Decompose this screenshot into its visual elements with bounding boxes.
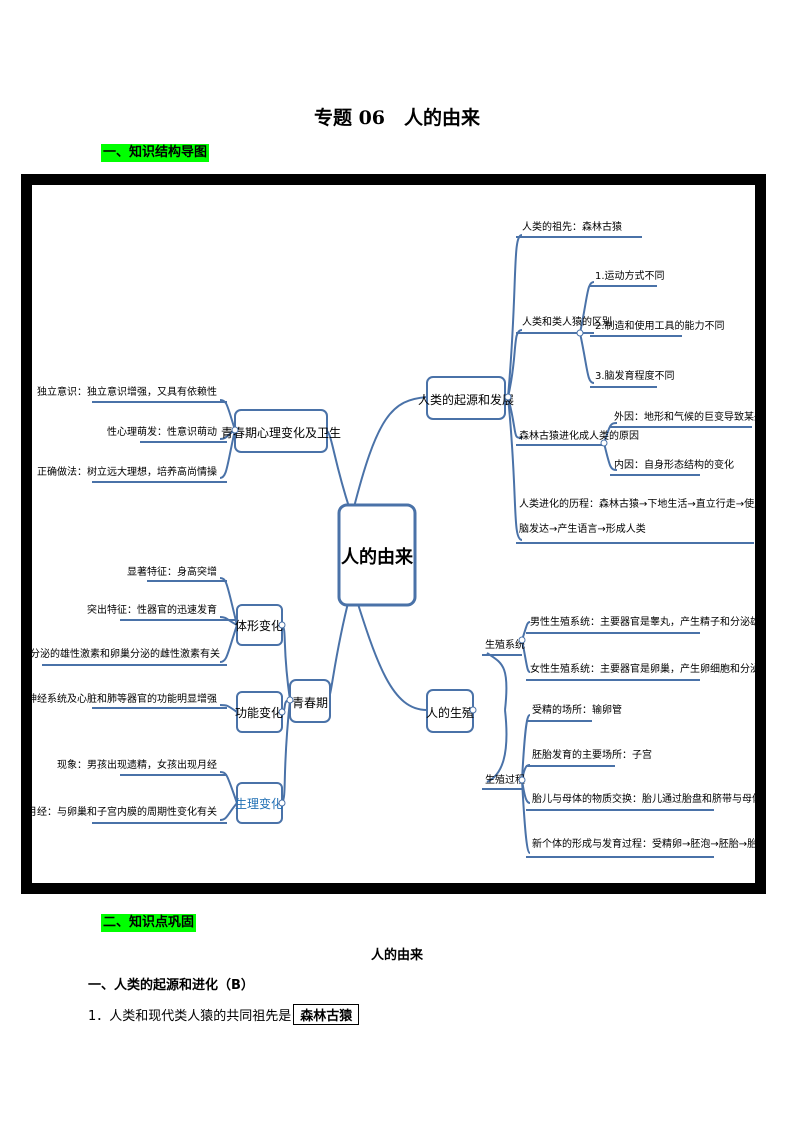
- leaf-process-2: 胚胎发育的主要场所：子宫: [532, 748, 652, 761]
- node-reproduction-label: 人的生殖: [426, 705, 474, 720]
- collapse-icon[interactable]: [231, 426, 239, 434]
- leaf-process-1: 受精的场所：输卵管: [532, 703, 622, 716]
- leaf-process-3: 胎儿与母体的物质交换：胎儿通过胎盘和脐带与母体进行物质交换: [532, 792, 755, 805]
- connector: [324, 429, 351, 511]
- collapse-icon[interactable]: [278, 708, 286, 716]
- leaf-cause-internal: 内因：自身形态结构的变化: [614, 458, 734, 471]
- mind-map-frame: 人的由来 人类的起源和发展 人的生殖 青春期心理变化及卫生 青春期 体形变化 功…: [21, 174, 766, 894]
- center-node-label: 人的由来: [341, 546, 414, 568]
- node-origin-label: 人类的起源和发展: [418, 392, 514, 407]
- leaf-difference-3: 3.脑发育程度不同: [595, 369, 675, 382]
- leaf-process-line2: 脑发达→产生语言→形成人类: [519, 522, 646, 535]
- node-puberty-label: 青春期: [292, 696, 328, 710]
- leaf-cause-label: 森林古猿进化成人类的原因: [519, 429, 639, 442]
- leaf-difference-1: 1.运动方式不同: [595, 269, 665, 282]
- collapse-icon[interactable]: [286, 696, 294, 704]
- leaf-system-label: 生殖系统: [485, 638, 525, 651]
- collapse-icon[interactable]: [469, 706, 477, 714]
- leaf-process-4: 新个体的形成与发育过程：受精卵→胚泡→胚胎→胎儿→新生儿: [532, 837, 755, 850]
- collapse-icon[interactable]: [278, 621, 286, 629]
- connector: [351, 584, 428, 711]
- leaf-body-1: 显著特征：身高突增: [127, 565, 217, 578]
- question-1: 1．人类和现代类人猿的共同祖先是森林古猿: [88, 1004, 360, 1025]
- collapse-icon[interactable]: [278, 799, 286, 807]
- collapse-icon[interactable]: [518, 776, 526, 784]
- section-heading-consolidation: 二、知识点巩固: [101, 914, 197, 932]
- subtitle: 人的由来: [370, 948, 423, 963]
- node-function-change-label: 功能变化: [235, 705, 283, 720]
- connector: [351, 396, 428, 516]
- question-1-text: 1．人类和现代类人猿的共同祖先是: [88, 1009, 292, 1024]
- collapse-icon[interactable]: [504, 393, 512, 401]
- collapse-icon[interactable]: [600, 439, 608, 447]
- leaf-psych-2: 性心理萌发：性意识萌动: [107, 425, 217, 438]
- leaf-cause-external: 外因：地形和气候的巨变导致某些地区的森林消失: [614, 410, 755, 423]
- collapse-icon[interactable]: [576, 329, 584, 337]
- section-heading-structure-map: 一、知识结构导图: [101, 144, 210, 162]
- leaf-system-female: 女性生殖系统：主要器官是卵巢，产生卵细胞和分泌雌性激素: [530, 662, 755, 675]
- leaf-physio-2: 月经：与卵巢和子宫内膜的周期性变化有关: [32, 805, 217, 818]
- heading-origin-evolution: 一、人类的起源和进化（B）: [88, 978, 254, 993]
- leaf-system-male: 男性生殖系统：主要器官是睾丸，产生精子和分泌雄性激素: [530, 615, 755, 628]
- page-title: 专题 06 人的由来: [313, 107, 481, 129]
- mind-map: 人的由来 人类的起源和发展 人的生殖 青春期心理变化及卫生 青春期 体形变化 功…: [32, 220, 755, 858]
- leaf-ancestor: 人类的祖先：森林古猿: [522, 220, 622, 233]
- leaf-process-line1: 人类进化的历程：森林古猿→下地生活→直立行走→使用工具和制造工具→使用火→大: [519, 497, 755, 510]
- leaf-body-3: 第二性征：与睾丸分泌的雄性激素和卵巢分泌的雌性激素有关: [32, 647, 220, 660]
- leaf-psych-3: 正确做法：树立远大理想，培养高尚情操: [37, 465, 217, 478]
- leaf-body-2: 突出特征：性器官的迅速发育: [87, 603, 217, 616]
- leaf-psych-1: 独立意识：独立意识增强，又具有依赖性: [37, 385, 217, 398]
- node-physio-change-label: 生理变化: [235, 796, 283, 811]
- question-1-answer: 森林古猿: [293, 1004, 360, 1025]
- center-node: [337, 503, 417, 607]
- leaf-process-label: 生殖过程: [485, 773, 525, 786]
- leaf-difference-2: 2.制造和使用工具的能力不同: [595, 319, 725, 332]
- leaf-function-1: 神经系统及心脏和肺等器官的功能明显增强: [32, 692, 217, 705]
- node-body-change-label: 体形变化: [235, 618, 283, 633]
- node-psych-label: 青春期心理变化及卫生: [221, 425, 341, 440]
- leaf-physio-1: 现象：男孩出现遗精，女孩出现月经: [57, 758, 217, 771]
- collapse-icon[interactable]: [518, 636, 526, 644]
- leaf-difference-label: 人类和类人猿的区别: [522, 315, 612, 328]
